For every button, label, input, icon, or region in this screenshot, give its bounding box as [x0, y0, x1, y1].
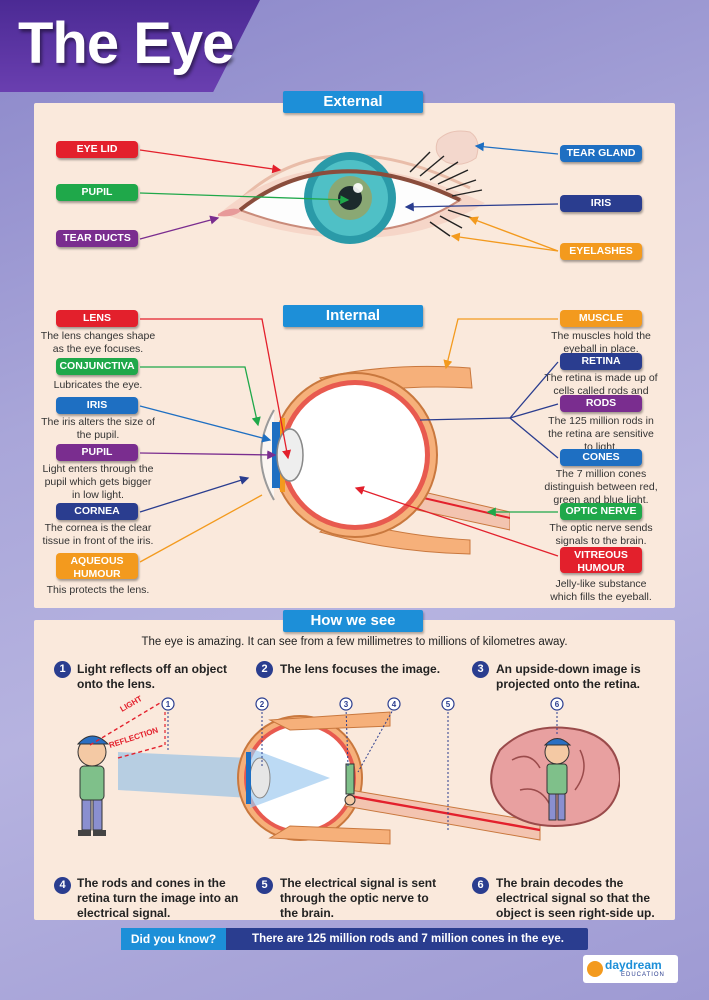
- label-pupil-ext: PUPIL: [56, 184, 138, 201]
- step-1-badge: 1: [54, 661, 71, 678]
- desc-aqueous-humour: This protects the lens.: [46, 584, 150, 596]
- desc-pupil: Light enters through the pupil which get…: [42, 463, 154, 501]
- label-aqueous-humour: AQUEOUS HUMOUR: [56, 553, 138, 580]
- how-we-see-heading: How we see: [283, 610, 423, 632]
- boy-figure-right: [543, 738, 572, 821]
- label-cones: CONES: [560, 449, 642, 466]
- step-5-badge: 5: [256, 877, 273, 894]
- step-4-text: The rods and cones in the retina turn th…: [77, 876, 239, 920]
- label-iris-ext: IRIS: [560, 195, 642, 212]
- marker-3: 3: [344, 700, 349, 709]
- daydream-logo: daydream EDUCATION: [583, 955, 678, 983]
- desc-optic-nerve: The optic nerve sends signals to the bra…: [549, 522, 653, 547]
- internal-arrows: [139, 318, 559, 563]
- did-you-know-label: Did you know?: [121, 928, 226, 950]
- internal-heading: Internal: [283, 305, 423, 327]
- page-title: The Eye: [18, 11, 234, 76]
- desc-muscle: The muscles hold the eyeball in place.: [551, 330, 651, 355]
- label-rods: RODS: [560, 395, 642, 412]
- step-3-text: An upside-down image is projected onto t…: [496, 662, 641, 691]
- label-muscle: MUSCLE: [560, 310, 642, 327]
- did-you-know-bar: [121, 928, 588, 950]
- step-1-text: Light reflects off an object onto the le…: [77, 662, 228, 691]
- label-eye-lid: EYE LID: [56, 141, 138, 158]
- label-pupil-int: PUPIL: [56, 444, 138, 461]
- boy-figure-left: [76, 735, 110, 836]
- desc-vitreous-humour: Jelly-like substance which fills the eye…: [550, 578, 652, 603]
- label-retina: RETINA: [560, 353, 642, 370]
- title-band: [0, 0, 260, 92]
- did-you-know-fact: There are 125 million rods and 7 million…: [252, 933, 564, 945]
- logo-text: daydream: [605, 958, 662, 972]
- internal-eye-illustration: [260, 365, 510, 555]
- step-4-badge: 4: [54, 877, 71, 894]
- step-2-text: The lens focuses the image.: [280, 662, 441, 676]
- marker-1: 1: [166, 700, 171, 709]
- light-word: LIGHT: [119, 694, 144, 714]
- desc-conjunctiva: Lubricates the eye.: [53, 379, 143, 391]
- step-5-text: The electrical signal is sent through th…: [280, 876, 437, 920]
- desc-iris: The iris alters the size of the pupil.: [41, 416, 155, 441]
- label-optic-nerve: OPTIC NERVE: [560, 503, 642, 520]
- desc-cones: The 7 million cones distinguish between …: [544, 468, 658, 506]
- label-cornea: CORNEA: [56, 503, 138, 520]
- how-we-see-intro: The eye is amazing. It can see from a fe…: [141, 636, 568, 648]
- external-arrows: [139, 142, 559, 252]
- step-3-badge: 3: [472, 661, 489, 678]
- external-eye-illustration: [218, 130, 485, 244]
- marker-5: 5: [446, 700, 451, 709]
- label-conjunctiva: CONJUNCTIVA: [56, 358, 138, 375]
- logo-subtext: EDUCATION: [621, 972, 665, 978]
- how-we-see-illustration: LIGHT REFLECTION 1 2 3 4: [76, 694, 620, 845]
- desc-lens: The lens changes shape as the eye focuse…: [40, 330, 156, 355]
- step-2-badge: 2: [256, 661, 273, 678]
- marker-2: 2: [260, 700, 265, 709]
- step-6-badge: 6: [472, 877, 489, 894]
- external-heading: External: [283, 91, 423, 113]
- marker-6: 6: [555, 700, 560, 709]
- label-lens: LENS: [56, 310, 138, 327]
- marker-4: 4: [392, 700, 397, 709]
- label-eyelashes: EYELASHES: [560, 243, 642, 260]
- label-vitreous-humour: VITREOUS HUMOUR: [560, 547, 642, 574]
- desc-cornea: The cornea is the clear tissue in front …: [42, 522, 154, 547]
- label-tear-gland: TEAR GLAND: [560, 145, 642, 162]
- label-iris-int: IRIS: [56, 397, 138, 414]
- label-tear-ducts: TEAR DUCTS: [56, 230, 138, 247]
- step-6-text: The brain decodes the electrical signal …: [496, 876, 655, 920]
- logo-mark-icon: [587, 961, 603, 977]
